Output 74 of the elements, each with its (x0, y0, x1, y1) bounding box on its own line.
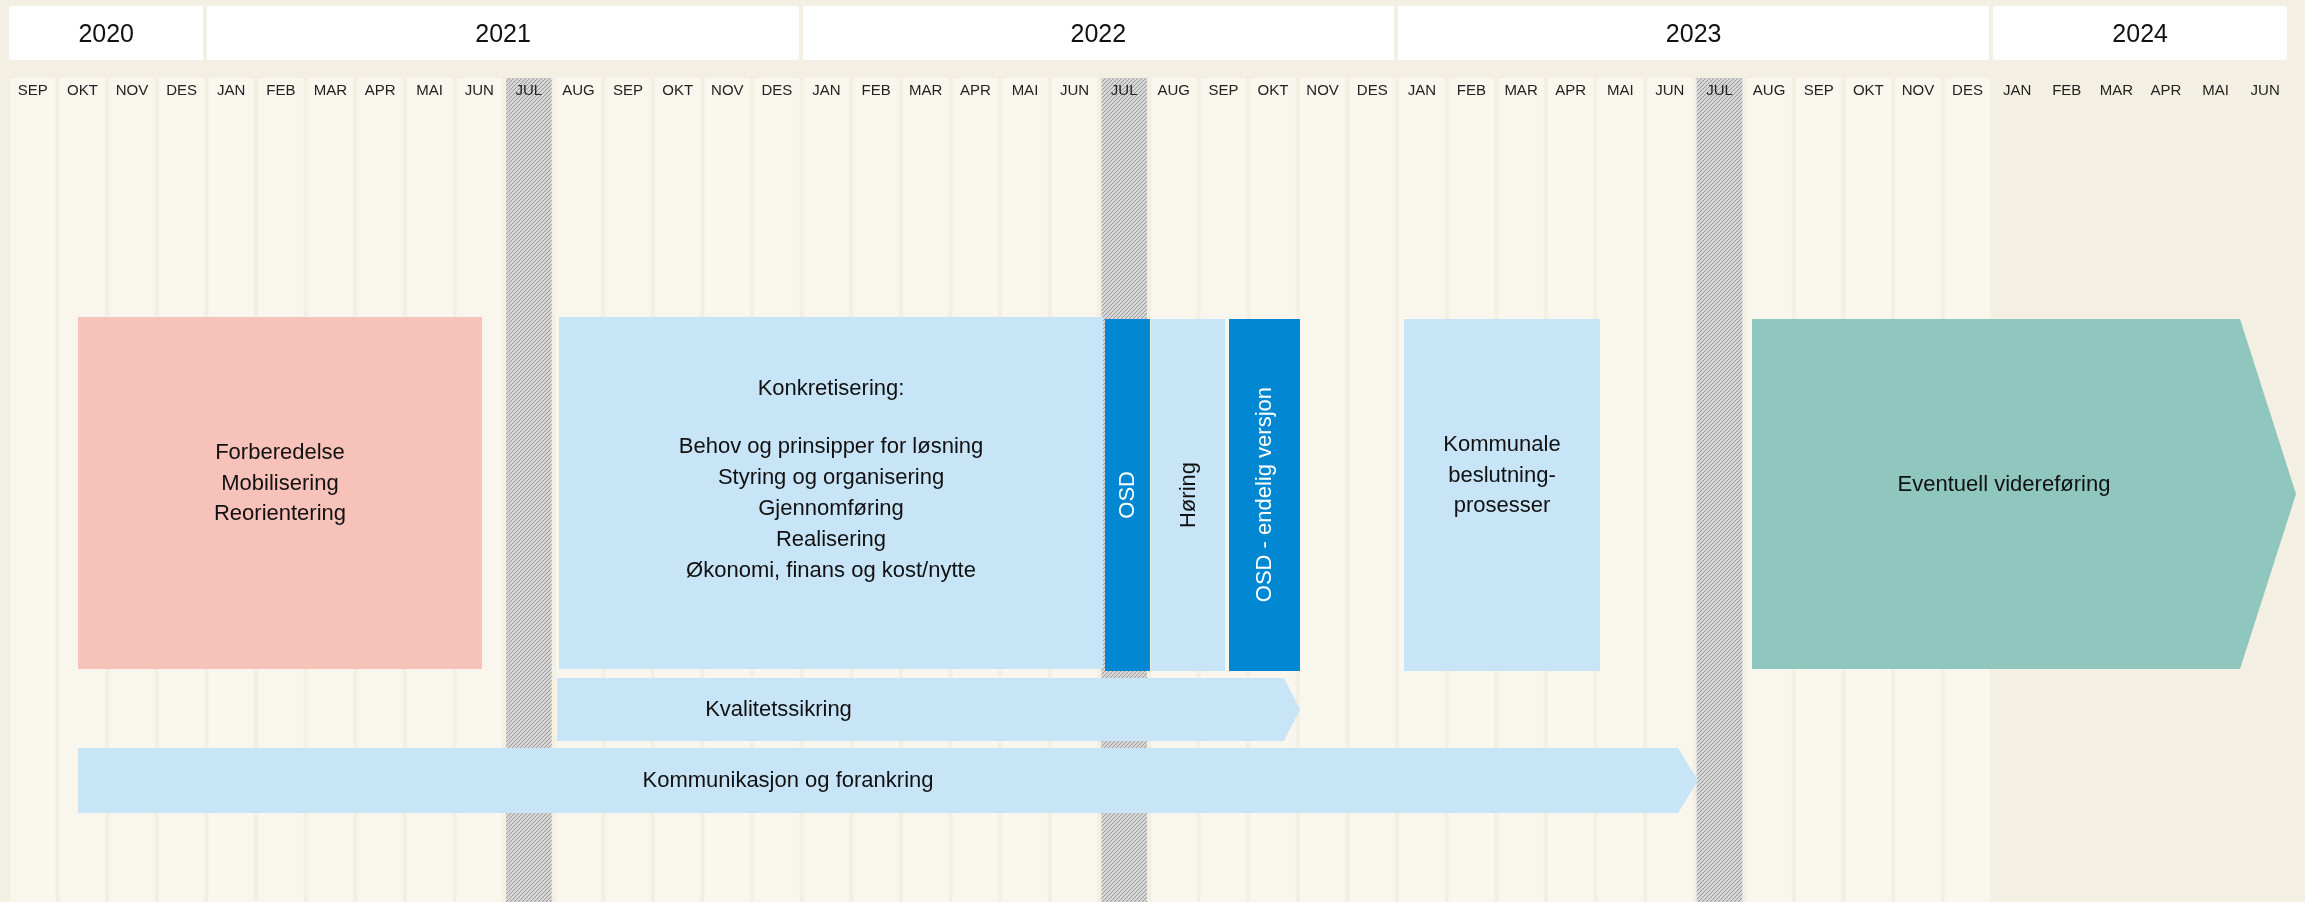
phase-box (1151, 319, 1225, 671)
month-label: SEP (612, 81, 645, 98)
phase-heading: Konkretisering: (757, 373, 905, 402)
year-header: 2023 (1398, 6, 1990, 60)
month-label: DES (165, 81, 199, 98)
phase-label: Høring (1173, 462, 1201, 528)
year-header: 2024 (1993, 6, 2287, 60)
month-label: FEB (2051, 81, 2083, 98)
month-label: MAR (312, 81, 349, 98)
year-header: 2022 (802, 6, 1395, 60)
month-label: FEB (860, 81, 892, 98)
month-label: NOV (1900, 81, 1936, 98)
month-label: APR (1554, 81, 1588, 98)
month-label: JUN (463, 81, 495, 98)
month-label: MAR (1503, 81, 1539, 98)
month-label: SEP (16, 81, 49, 98)
month-label: JAN (1406, 81, 1437, 98)
month-label: DES (760, 81, 794, 98)
month-label: FEB (265, 81, 297, 98)
month-label: MAI (1605, 81, 1635, 98)
year-header: 2020 (9, 6, 204, 60)
phase-box (1105, 319, 1150, 671)
month-label: DES (1951, 81, 1984, 98)
phase-arrow (1752, 319, 2296, 669)
month-label: OKT (1851, 81, 1885, 98)
phase-label: OSD - endelig versjon (1250, 387, 1278, 603)
phase-box (78, 317, 482, 669)
month-label: JAN (811, 81, 842, 98)
phase-label: Økonomi, finans og kost/nytte (686, 555, 976, 584)
phase-label: Forberedelse (215, 437, 345, 466)
month-label: APR (2149, 81, 2183, 98)
month-label: JUN (1059, 81, 1091, 98)
month-label: OKT (1256, 81, 1290, 98)
month-label: MAR (2098, 81, 2135, 98)
phase-label: Kommunale beslutning-prosesser (1442, 429, 1562, 520)
phase-box (1404, 319, 1600, 671)
month-label: MAI (2201, 81, 2230, 98)
month-label: AUG (561, 81, 596, 98)
month-label: JUL (514, 81, 544, 98)
phase-label: Gjennomføring (758, 494, 904, 522)
month-label: MAR (908, 81, 944, 98)
year-header: 2021 (207, 6, 799, 60)
month-label: SEP (1802, 81, 1835, 98)
month-label: JUN (2249, 81, 2281, 98)
phase-label: Kvalitetssikring (705, 695, 852, 724)
phase-label: Mobilisering (221, 468, 339, 497)
month-label: JUL (1705, 81, 1734, 98)
month-label: NOV (710, 81, 745, 98)
phase-label: Behov og prinsipper for løsning (678, 432, 984, 461)
month-label: DES (1355, 81, 1389, 98)
month-label: JAN (2001, 81, 2033, 98)
phase-label: Styring og organisering (717, 463, 945, 492)
month-label: MAI (1010, 81, 1040, 98)
month-label: AUG (1751, 81, 1787, 98)
month-label: SEP (1207, 81, 1240, 98)
month-label: APR (363, 81, 397, 98)
phase-label: OSD (1113, 471, 1141, 519)
month-label: APR (958, 81, 992, 98)
month-label: MAI (415, 81, 444, 98)
phase-label: Eventuell videreføring (1897, 469, 2111, 498)
month-label: JUL (1109, 81, 1139, 98)
phase-label: Reorientering (213, 499, 347, 528)
month-label: NOV (1305, 81, 1340, 98)
month-label: OKT (65, 81, 99, 98)
month-label: FEB (1455, 81, 1488, 98)
phase-box (559, 317, 1103, 669)
phase-label: Kommunikasjon og forankring (642, 766, 934, 795)
month-label: OKT (661, 81, 695, 98)
phase-label: Realisering (775, 524, 887, 553)
phase-box (1229, 319, 1300, 671)
month-label: AUG (1156, 81, 1192, 98)
month-label: JUN (1654, 81, 1686, 98)
month-label: NOV (114, 81, 150, 98)
month-label: JAN (216, 81, 247, 98)
